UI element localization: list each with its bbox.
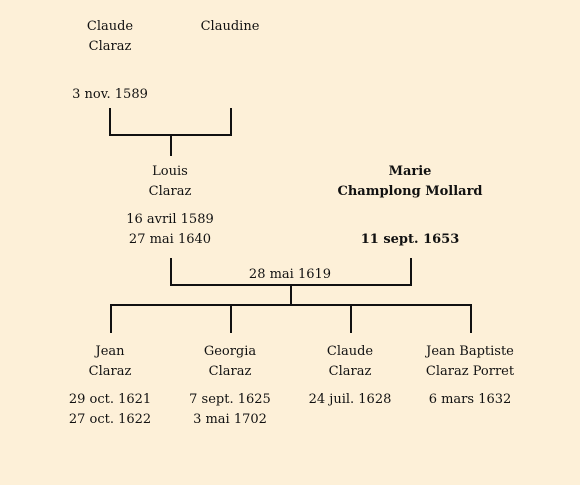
person-jean-claraz[interactable]: Jean Claraz 29 oct. 1621 27 oct. 1622 (35, 342, 185, 430)
person-last-name: Claraz Porret (425, 364, 515, 379)
person-louis-claraz[interactable]: Louis Claraz 16 avril 1589 27 mai 1640 (95, 162, 245, 250)
person-first-name: Jean Baptiste (426, 344, 514, 359)
person-death-date: 27 oct. 1622 (68, 412, 152, 427)
person-date: 3 nov. 1589 (72, 87, 148, 102)
person-death-date: 27 mai 1640 (128, 232, 212, 247)
person-marie-champlong-mollard[interactable]: Marie Champlong Mollard 11 sept. 1653 (335, 162, 485, 250)
person-birth-date: 29 oct. 1621 (68, 392, 152, 407)
person-last-name: Claraz (88, 39, 132, 54)
person-last-name: Claraz (148, 184, 192, 199)
person-first-name: Louis (152, 164, 188, 179)
person-first-name: Claudine (200, 19, 260, 34)
person-first-name: Marie (388, 164, 432, 179)
person-first-name: Georgia (203, 344, 257, 359)
person-death-date: 11 sept. 1653 (360, 232, 460, 247)
person-last-name: Claraz (208, 364, 252, 379)
person-claudine[interactable]: Claudine (155, 17, 305, 37)
person-claude-claraz[interactable]: Claude Claraz 24 juil. 1628 (275, 342, 425, 410)
person-birth-date: 6 mars 1632 (428, 392, 512, 407)
person-birth-date: 24 juil. 1628 (308, 392, 392, 407)
person-last-name: Champlong Mollard (337, 184, 483, 199)
person-last-name: Claraz (88, 364, 132, 379)
marriage-date: 28 mai 1619 (248, 267, 332, 282)
person-georgia-claraz[interactable]: Georgia Claraz 7 sept. 1625 3 mai 1702 (155, 342, 305, 430)
person-death-date: 3 mai 1702 (193, 412, 267, 427)
person-first-name: Claude (86, 19, 134, 34)
person-jean-baptiste-claraz-porret[interactable]: Jean Baptiste Claraz Porret 6 mars 1632 (395, 342, 545, 410)
person-first-name: Jean (95, 344, 125, 359)
person-claude-claraz-senior[interactable]: Claude Claraz 3 nov. 1589 (35, 17, 185, 105)
person-birth-date: 7 sept. 1625 (189, 392, 271, 407)
person-birth-date: 16 avril 1589 (126, 212, 214, 227)
person-first-name: Claude (326, 344, 374, 359)
person-last-name: Claraz (328, 364, 372, 379)
